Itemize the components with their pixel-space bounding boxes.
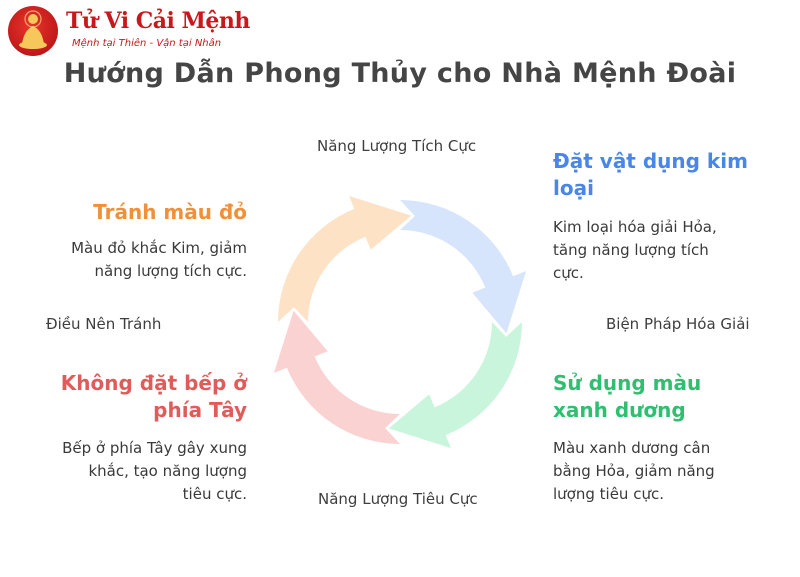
quadrant-title-metal-objects: Đặt vật dụng kim loại xyxy=(553,149,748,200)
quadrant-desc-blue-color: Màu xanh dương cân bằng Hỏa, giảm năng l… xyxy=(553,439,715,503)
brand-name: Tử Vi Cải Mệnh xyxy=(66,8,250,34)
quadrant-title-no-west-kitchen: Không đặt bếp ở phía Tây xyxy=(60,371,247,422)
segment-top-right xyxy=(400,200,527,334)
cycle-diagram xyxy=(273,195,527,449)
brand-logo[interactable]: Tử Vi Cải Mệnh Mệnh tại Thiên - Vận tại … xyxy=(8,6,250,56)
quadrant-title-blue-color: Sử dụng màu xanh dương xyxy=(553,371,702,422)
quadrant-desc-avoid-red: Màu đỏ khắc Kim, giảm năng lượng tích cự… xyxy=(71,239,247,280)
axis-label-right: Biện Pháp Hóa Giải xyxy=(606,315,750,333)
quadrant-desc-metal-objects: Kim loại hóa giải Hỏa, tăng năng lượng t… xyxy=(553,218,717,282)
quadrant-title-avoid-red: Tránh màu đỏ xyxy=(93,200,247,224)
buddha-icon xyxy=(8,6,58,56)
segment-top-left xyxy=(278,195,412,322)
axis-label-top: Năng Lượng Tích Cực xyxy=(317,137,477,155)
axis-label-bottom: Năng Lượng Tiêu Cực xyxy=(318,490,478,508)
quadrant-desc-no-west-kitchen: Bếp ở phía Tây gây xung khắc, tạo năng l… xyxy=(62,439,247,503)
segment-bottom-right xyxy=(388,322,522,449)
brand-tagline: Mệnh tại Thiên - Vận tại Nhân xyxy=(72,38,222,49)
page-title: Hướng Dẫn Phong Thủy cho Nhà Mệnh Đoài xyxy=(63,58,737,89)
segment-bottom-left xyxy=(273,310,400,444)
axis-label-left: Điều Nên Tránh xyxy=(46,315,162,333)
